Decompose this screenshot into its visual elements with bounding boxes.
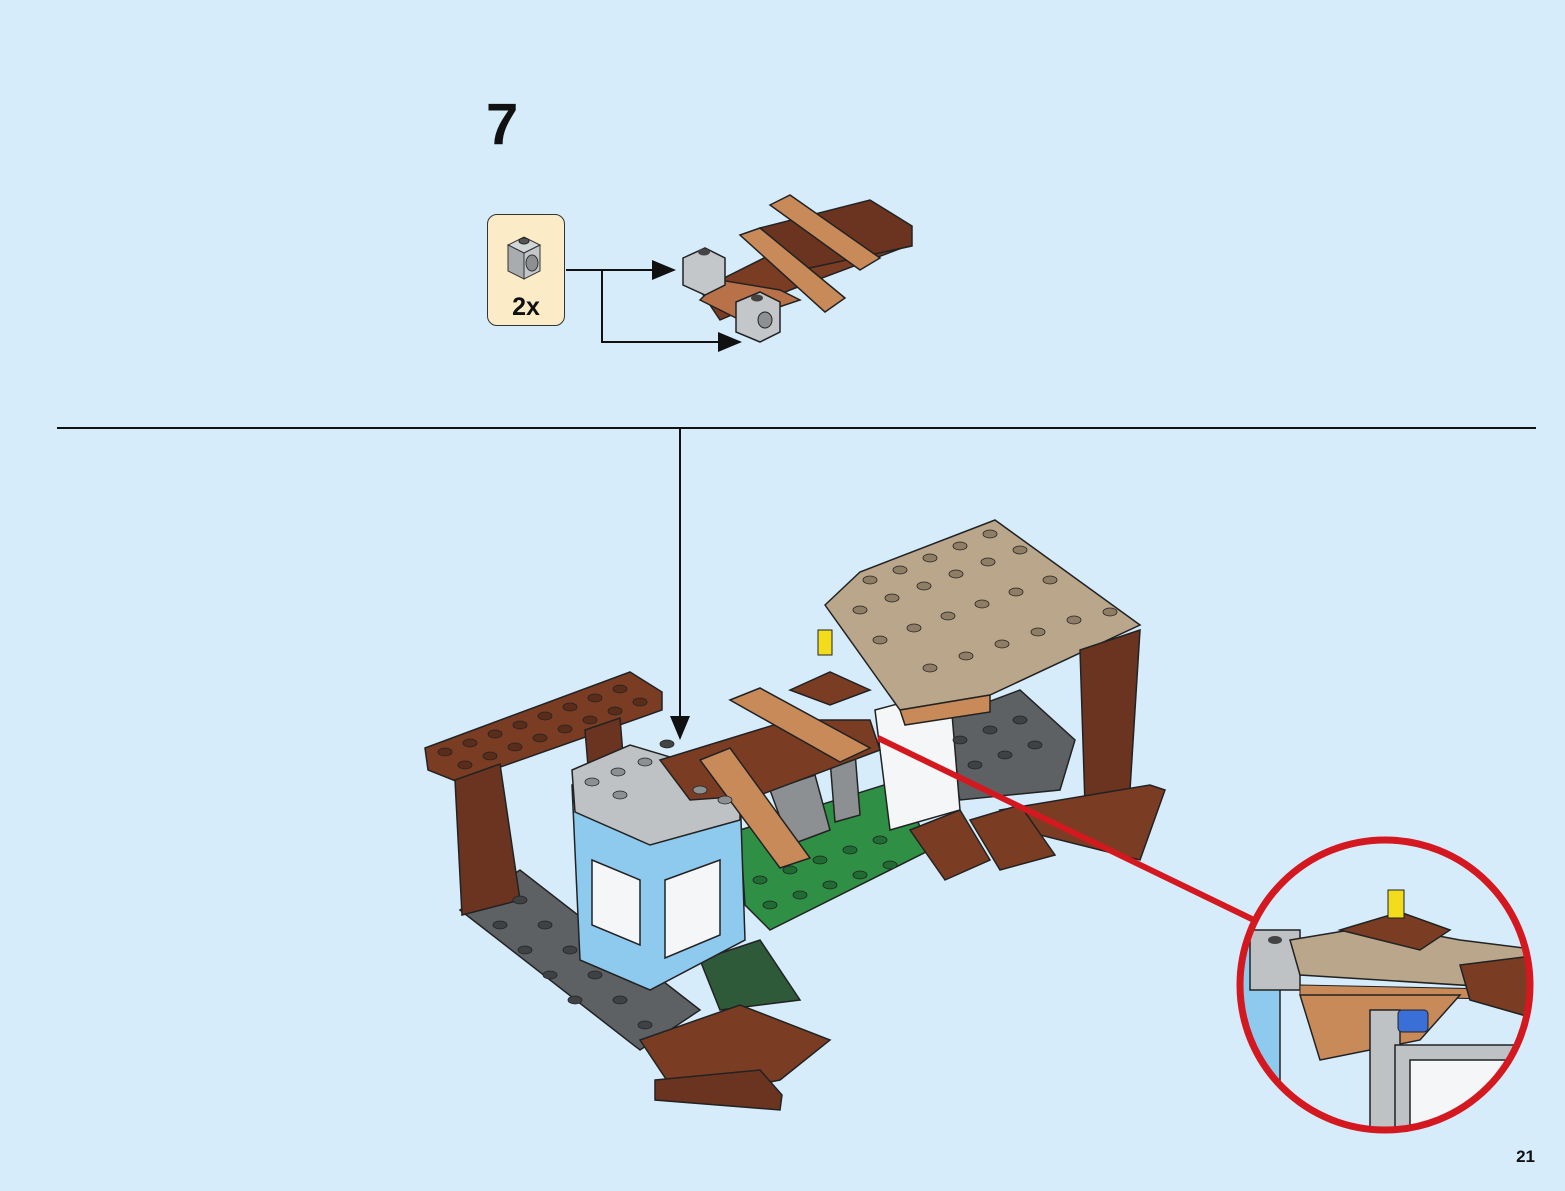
page-number: 21 (1516, 1147, 1535, 1167)
zoom-detail-circle (1240, 840, 1540, 1145)
main-model (425, 520, 1165, 1110)
sub-assembly-roof-beam (683, 195, 912, 342)
